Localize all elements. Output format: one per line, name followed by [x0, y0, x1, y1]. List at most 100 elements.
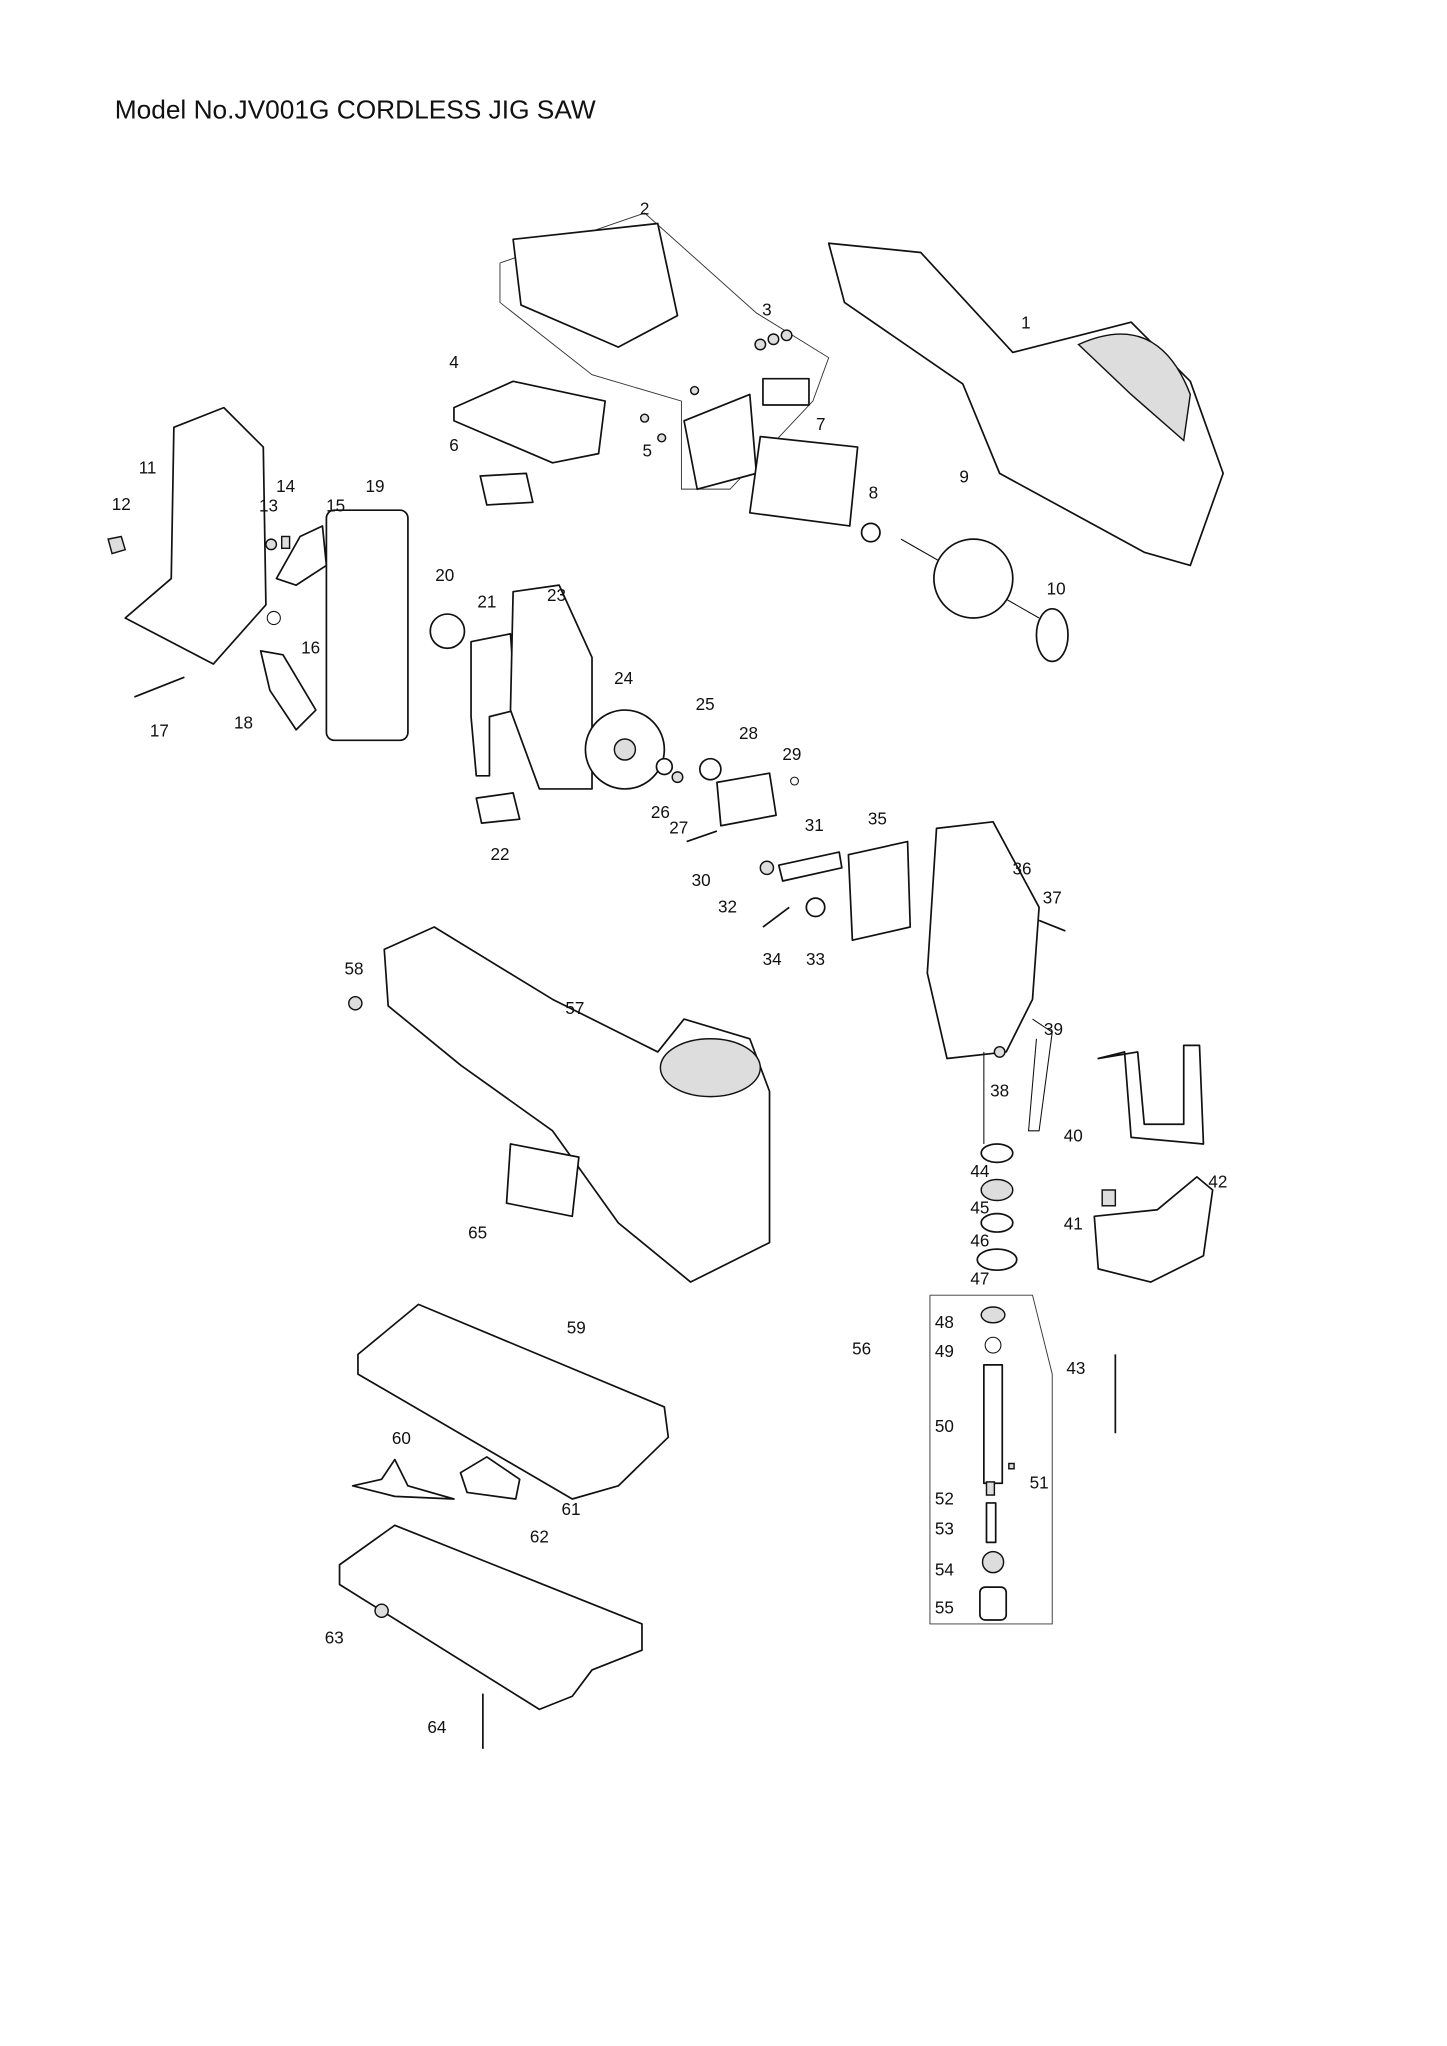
part-label: 18	[234, 713, 253, 732]
part-label: 3	[762, 301, 772, 320]
part-label: 22	[490, 845, 509, 864]
part-3-terminal	[762, 377, 810, 406]
part-1-housing	[827, 242, 1225, 567]
part-8-bearing	[860, 522, 881, 543]
part-label: 63	[325, 1629, 344, 1648]
part-label: 34	[763, 950, 782, 969]
part-14-spring	[280, 535, 291, 550]
part-label: 5	[642, 441, 651, 460]
part-9-armature-gear	[933, 538, 1014, 619]
part-17-pin	[134, 676, 185, 698]
part-10-bearing	[1035, 607, 1069, 663]
part-18-lever	[259, 650, 317, 731]
part-52-spring	[985, 1481, 996, 1496]
part-label: 53	[935, 1520, 954, 1539]
part-label: 59	[567, 1318, 586, 1337]
part-61-shoe	[459, 1456, 521, 1500]
part-label: 10	[1047, 579, 1066, 598]
part-label: 42	[1208, 1172, 1227, 1191]
part-31-plate	[777, 851, 843, 882]
part-19-gasket	[325, 509, 409, 742]
part-label: 29	[782, 745, 801, 764]
part-label: 8	[869, 483, 879, 502]
part-11-gear-housing	[124, 406, 267, 665]
part-label: 31	[805, 816, 824, 835]
part-label: 7	[816, 415, 826, 434]
part-label: 60	[392, 1429, 411, 1448]
part-label: 30	[692, 871, 711, 890]
part-4-controller	[453, 380, 607, 464]
part-label: 38	[990, 1082, 1009, 1101]
part-1-handle-grip	[1077, 333, 1192, 442]
part-16-ring	[266, 610, 281, 626]
part-42-holder	[1093, 1175, 1214, 1283]
part-59-base	[357, 1303, 670, 1500]
part-5-bracket	[683, 393, 758, 491]
part-label: 19	[366, 477, 385, 496]
part-label: 36	[1012, 859, 1031, 878]
part-47-cap	[976, 1248, 1018, 1272]
part-label: 57	[565, 999, 584, 1018]
part-label: 52	[935, 1489, 954, 1508]
part-label: 20	[435, 566, 454, 585]
part-26-washer	[655, 757, 674, 776]
part-label: 55	[935, 1598, 954, 1617]
part-55-clamp	[979, 1586, 1008, 1621]
part-33-bushing	[805, 897, 826, 918]
part-39-wire	[1027, 1018, 1053, 1132]
part-label: 6	[449, 436, 458, 455]
part-15-lever	[275, 525, 328, 586]
part-51-key	[1008, 1462, 1015, 1470]
part-24-hub	[613, 738, 637, 761]
part-49-snap-ring	[984, 1336, 1002, 1354]
part-34-pin	[762, 906, 790, 928]
part-57-motor-housing	[383, 926, 771, 1283]
part-label: 37	[1043, 888, 1062, 907]
part-63-screw	[374, 1603, 389, 1619]
part-label: 41	[1064, 1214, 1083, 1233]
part-label: 13	[259, 497, 278, 516]
part-7-stator	[748, 435, 859, 527]
part-label: 40	[1064, 1126, 1083, 1145]
part-label: 21	[477, 592, 496, 611]
part-label: 61	[561, 1500, 580, 1519]
part-2-cover	[512, 222, 679, 348]
part-62-base-plate	[338, 1524, 643, 1711]
part-label: 65	[468, 1224, 487, 1243]
part-label: 11	[139, 458, 157, 477]
part-29-ring	[790, 776, 799, 786]
part-label: 14	[276, 477, 295, 496]
part-21-gasket	[470, 632, 517, 777]
part-32-screw	[759, 860, 775, 876]
part-label: 56	[852, 1339, 871, 1358]
part-30-pin	[686, 830, 718, 843]
part-28-holder	[716, 772, 777, 827]
part-label: 50	[935, 1417, 954, 1436]
part-number-labels: 1 2 3 4 5 6 7 8 9 10 11 12 13 14 15 16 1…	[112, 199, 1228, 1737]
part-label: 4	[449, 353, 458, 372]
part-label: 45	[970, 1199, 989, 1218]
part-label: 43	[1066, 1359, 1085, 1378]
part-label: 28	[739, 724, 758, 743]
part-3-screws	[754, 329, 793, 351]
part-50-plunger	[982, 1364, 1004, 1485]
part-38-screw	[993, 1045, 1006, 1058]
part-label: 47	[970, 1270, 989, 1289]
part-6-label	[479, 472, 534, 506]
part-label: 49	[935, 1342, 954, 1361]
part-label: 23	[547, 586, 566, 605]
part-53-pin	[985, 1502, 997, 1544]
part-label: 16	[301, 639, 320, 658]
part-12-nut	[107, 535, 127, 555]
part-22-pad	[475, 792, 521, 824]
part-35-plate	[847, 840, 912, 942]
part-label: 15	[326, 497, 345, 516]
part-5-screws	[639, 385, 700, 443]
part-label: 27	[669, 819, 688, 838]
part-label: 44	[970, 1162, 989, 1181]
part-label: 2	[640, 199, 649, 218]
part-27-ring	[671, 771, 684, 784]
assembly-group-2-outline	[499, 212, 830, 490]
part-45-bearing	[980, 1178, 1014, 1202]
part-label: 32	[718, 898, 737, 917]
